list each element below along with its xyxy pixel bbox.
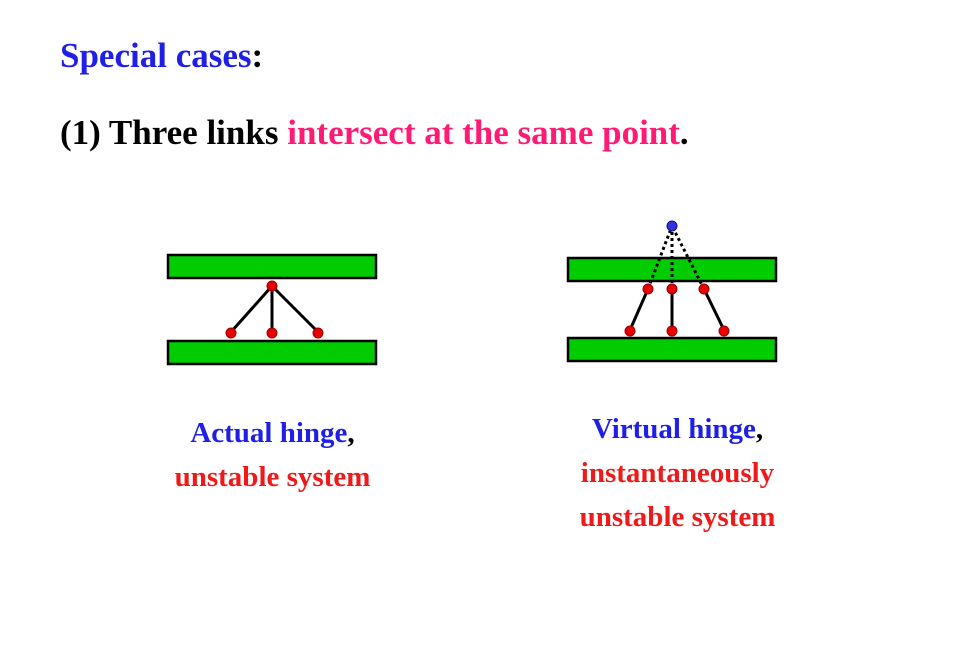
right-link-1	[628, 288, 650, 331]
case-highlight: intersect at the same point	[287, 113, 680, 152]
actual-hinge-caption: Actual hinge, unstable system	[130, 411, 415, 499]
virtual-hinge-caption-line3: unstable system	[579, 501, 776, 533]
virtual-hinge-caption-line2: instantaneously	[580, 457, 775, 489]
actual-hinge-diagram	[166, 253, 378, 366]
left-link-3	[270, 284, 320, 334]
virtual-hinge-label: Virtual hinge	[591, 413, 756, 445]
title-colon: :	[251, 36, 264, 75]
actual-hinge-label: Actual hinge	[190, 417, 348, 449]
actual-hinge-caption-line1: Actual hinge,	[130, 411, 415, 455]
case-suffix: .	[679, 113, 689, 152]
actual-hinge-caption-line2: unstable system	[174, 461, 371, 493]
right-lower-hinge-3	[718, 325, 730, 337]
right-upper-hinge-1	[642, 283, 654, 295]
case-prefix: (1) Three links	[60, 113, 288, 152]
right-link-3	[702, 288, 726, 331]
actual-hinge-comma: ,	[347, 417, 355, 449]
case-statement: (1) Three links intersect at the same po…	[60, 111, 689, 155]
virtual-hinge-point	[666, 220, 678, 232]
right-lower-hinge-1	[624, 325, 636, 337]
left-link-1	[229, 285, 274, 333]
left-common-hinge	[266, 280, 278, 292]
right-bottom-beam	[566, 336, 778, 363]
virtual-hinge-caption: Virtual hinge, instantaneously unstable …	[530, 407, 825, 539]
virtual-hinge-comma: ,	[755, 413, 764, 445]
slide-title: Special cases:	[60, 34, 263, 78]
right-extension-1	[646, 225, 674, 290]
right-upper-hinge-2	[666, 283, 678, 295]
right-lower-hinge-2	[666, 325, 678, 337]
left-support-hinge-3	[312, 327, 324, 339]
left-support-hinge-1	[225, 327, 237, 339]
virtual-hinge-caption-line1: Virtual hinge,	[530, 407, 825, 451]
left-bottom-beam	[166, 339, 378, 366]
right-upper-hinge-3	[698, 283, 710, 295]
left-top-beam	[166, 253, 378, 280]
left-support-hinge-2	[266, 327, 278, 339]
virtual-hinge-diagram	[566, 220, 778, 363]
title-text: Special cases	[60, 36, 252, 75]
